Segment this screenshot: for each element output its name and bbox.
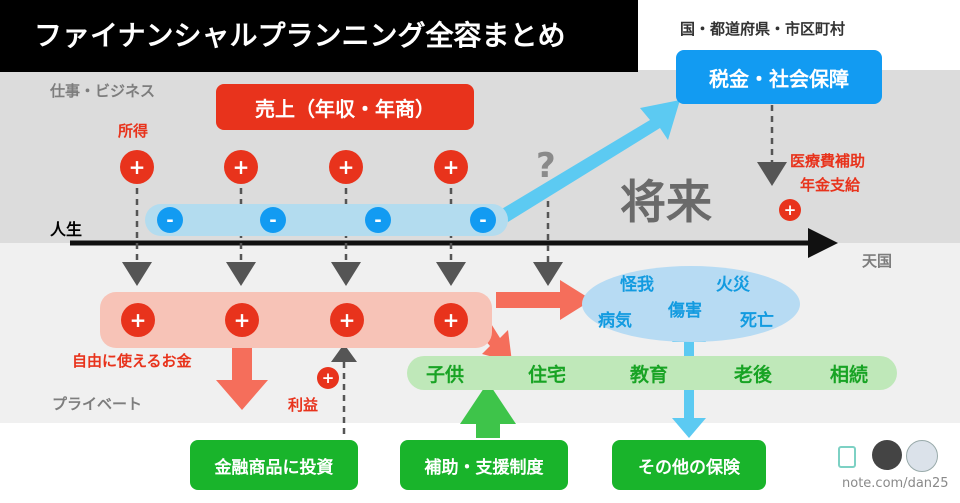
medical-subsidy-label: 医療費補助 xyxy=(790,152,866,170)
investment-box: 金融商品に投資 xyxy=(190,440,358,490)
note-icon xyxy=(838,446,856,468)
life-event-education: 教育 xyxy=(630,364,669,386)
private-label: プライベート xyxy=(52,395,143,413)
tax-arrow xyxy=(500,100,680,222)
life-event-inheritance: 相続 xyxy=(830,364,869,386)
other-insurance-box: その他の保険 xyxy=(612,440,766,490)
plus-icon: + xyxy=(121,303,155,337)
down-arrowheads xyxy=(122,162,787,362)
free-money-band xyxy=(100,292,492,348)
risk-illness: 病気 xyxy=(598,311,632,331)
plus-icon: + xyxy=(330,303,364,337)
risk-injury: 怪我 xyxy=(620,275,654,295)
minus-icon: - xyxy=(470,207,496,233)
avatar xyxy=(906,440,938,472)
avatar-icon xyxy=(872,440,902,470)
credit-text: note.com/dan25 xyxy=(842,476,949,491)
plus-icon: + xyxy=(329,150,363,184)
life-events-band xyxy=(407,356,897,390)
expense-band xyxy=(145,204,508,236)
risk-fire: 火災 xyxy=(716,275,750,295)
plus-icon: + xyxy=(779,199,801,221)
page-title: ファイナンシャルプランニング全容まとめ xyxy=(0,0,638,72)
work-business-label: 仕事・ビジネス xyxy=(50,82,156,100)
minus-icon: - xyxy=(260,207,286,233)
risk-ellipse xyxy=(582,266,800,342)
profit-label: 利益 xyxy=(288,396,319,414)
plus-icon: + xyxy=(224,150,258,184)
minus-icon: - xyxy=(157,207,183,233)
risk-arrow xyxy=(496,280,592,320)
risk-death: 死亡 xyxy=(740,311,774,331)
life-label: 人生 xyxy=(50,220,83,239)
investment-arrow xyxy=(216,346,268,410)
free-money-label: 自由に使えるお金 xyxy=(72,352,192,370)
plus-icon: + xyxy=(317,367,339,389)
plus-icon: + xyxy=(225,303,259,337)
heaven-label: 天国 xyxy=(862,252,893,270)
plus-icon: + xyxy=(434,150,468,184)
plus-icon: + xyxy=(120,150,154,184)
question-mark: ? xyxy=(536,146,556,186)
timeline-arrowhead xyxy=(808,228,838,258)
risk-harm: 傷害 xyxy=(668,301,702,321)
tax-social-security-box: 税金・社会保障 xyxy=(676,50,882,104)
sales-box: 売上（年収・年商） xyxy=(216,84,474,130)
life-event-retirement: 老後 xyxy=(734,364,773,386)
life-event-children: 子供 xyxy=(426,364,465,386)
pension-label: 年金支給 xyxy=(800,176,861,194)
support-system-box: 補助・支援制度 xyxy=(400,440,568,490)
plus-icon: + xyxy=(434,303,468,337)
income-label: 所得 xyxy=(118,122,149,140)
minus-icon: - xyxy=(365,207,391,233)
future-label: 将来 xyxy=(620,175,712,229)
government-label: 国・都道府県・市区町村 xyxy=(680,20,846,38)
support-arrow xyxy=(460,382,516,424)
life-event-housing: 住宅 xyxy=(528,364,567,386)
